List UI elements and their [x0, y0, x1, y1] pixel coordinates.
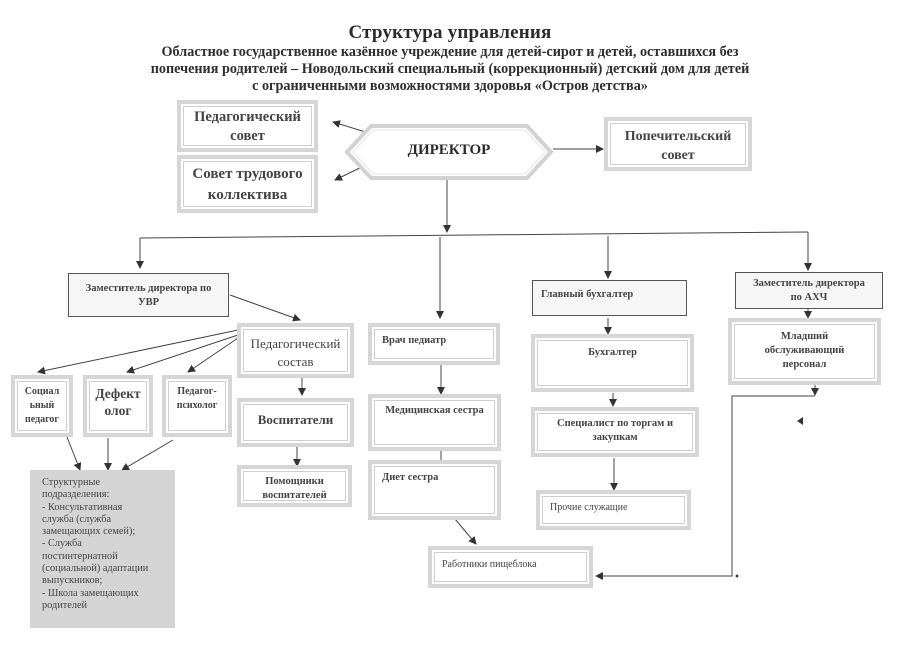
educator-assistants-line: воспитателей	[262, 490, 327, 501]
stray-dot	[735, 574, 739, 578]
labor-council-line: Совет трудового	[192, 166, 303, 182]
structural-units-line: - Служба	[42, 538, 82, 550]
organization-name: Областное государственное казённое учреж…	[40, 44, 860, 95]
defectologist-line: олог	[104, 403, 132, 418]
chief-accountant-box[interactable]: Главный бухгалтер	[532, 280, 687, 316]
subtitle-line: с ограниченными возможностями здоровья «…	[252, 78, 648, 94]
structural-units-line: подразделения:	[42, 489, 110, 501]
accountant-box[interactable]: Бухгалтер	[531, 334, 694, 392]
social-ped-box[interactable]: Социал ьный педагог	[11, 375, 73, 437]
arrow-uvr-ped-staff	[229, 294, 301, 322]
arrow-social-units	[66, 436, 82, 471]
pediatrician-label: Врач педиатр	[382, 335, 447, 346]
director-node[interactable]: ДИРЕКТОР	[345, 124, 553, 180]
structural-units-line: служба (служба	[42, 513, 112, 525]
psychologist-line: Педагог-	[177, 386, 217, 397]
ped-council-line: совет	[230, 128, 265, 144]
line-junior-kitchen	[595, 395, 815, 580]
psychologist-box[interactable]: Педагог- психолог	[162, 375, 232, 437]
nurse-label: Медицинская сестра	[385, 405, 484, 416]
arrow-diet-kitchen	[454, 518, 477, 545]
ped-council-line: Педагогический	[194, 109, 301, 125]
ped-staff-line: Педагогический	[250, 336, 341, 351]
procurement-box[interactable]: Специалист по торгам и закупкам	[531, 407, 699, 457]
labor-council-box[interactable]: Совет трудового коллектива	[177, 155, 318, 213]
subtitle-line: Областное государственное казённое учреж…	[161, 44, 739, 60]
ped-council-box[interactable]: Педагогический совет	[177, 100, 318, 152]
nurse-box[interactable]: Медицинская сестра	[368, 394, 501, 451]
structural-units-line: - Консультативная	[42, 501, 123, 513]
accountant-label: Бухгалтер	[588, 347, 637, 358]
arrow-psych-units	[121, 439, 174, 471]
defectologist-box[interactable]: Дефект олог	[83, 375, 153, 437]
bus-line	[139, 231, 809, 239]
labor-council-line: коллектива	[207, 187, 288, 203]
arrow-ped-staff-social	[37, 329, 239, 375]
educators-box[interactable]: Воспитатели	[237, 398, 354, 447]
structural-units-line: замещающих семей);	[42, 526, 136, 538]
defectologist-line: Дефект	[95, 386, 141, 401]
pediatrician-box[interactable]: Врач педиатр	[368, 323, 500, 365]
trustee-council-line: совет	[661, 148, 695, 163]
kitchen-staff-label: Работники пищеблока	[442, 559, 537, 570]
structural-units-line: родителей	[42, 599, 88, 611]
arrow-ped-staff-defect	[126, 334, 239, 374]
trustee-council-box[interactable]: Попечительский совет	[604, 117, 752, 171]
arrow-ped-staff-psych	[187, 337, 239, 373]
stray-arrowhead	[797, 417, 803, 425]
junior-staff-line: персонал	[782, 359, 827, 370]
procurement-line: закупкам	[592, 432, 638, 443]
other-staff-label: Прочие служащие	[550, 502, 628, 513]
deputy-ahch-line: Заместитель директора	[753, 278, 865, 289]
psychologist-line: психолог	[176, 400, 218, 411]
hexagon-shape	[345, 124, 553, 180]
diet-nurse-label: Диет сестра	[382, 472, 439, 483]
other-staff-box[interactable]: Прочие служащие	[536, 490, 691, 530]
director-label: ДИРЕКТОР	[407, 142, 491, 158]
page-title: Структура управления	[348, 22, 552, 43]
deputy-uvr-line: УВР	[137, 297, 160, 308]
junior-staff-line: Младший	[780, 331, 829, 342]
ped-staff-box[interactable]: Педагогический состав	[237, 323, 354, 378]
structural-units-line: выпускников;	[42, 575, 103, 587]
social-ped-line: Социал	[24, 386, 60, 397]
junior-staff-box[interactable]: Младший обслуживающий персонал	[728, 318, 881, 385]
structural-units-line: Структурные	[42, 477, 101, 488]
procurement-line: Специалист по торгам и	[557, 418, 673, 429]
subtitle-line: попечения родителей – Новодольский специ…	[150, 61, 750, 77]
structural-units-line: - Школа замещающих	[42, 587, 139, 599]
structural-units-line: постинтернатной	[42, 550, 118, 562]
ped-staff-line: состав	[277, 354, 314, 369]
junior-staff-line: обслуживающий	[764, 345, 845, 356]
structural-units-line: (социальной) адаптации	[42, 563, 149, 575]
diet-nurse-box[interactable]: Диет сестра	[368, 460, 501, 520]
deputy-ahch-line: по АХЧ	[790, 292, 828, 303]
structural-units-box[interactable]: Структурные подразделения: - Консультати…	[30, 470, 175, 628]
social-ped-line: ьный	[29, 400, 55, 411]
educators-label: Воспитатели	[257, 412, 334, 427]
chief-accountant-label: Главный бухгалтер	[541, 289, 634, 300]
trustee-council-line: Попечительский	[624, 129, 732, 144]
deputy-uvr-line: Заместитель директора по	[85, 283, 212, 294]
educator-assistants-line: Помощники	[265, 476, 324, 487]
kitchen-staff-box[interactable]: Работники пищеблока	[428, 546, 593, 588]
deputy-uvr-box[interactable]: Заместитель директора по УВР	[68, 273, 229, 317]
educator-assistants-box[interactable]: Помощники воспитателей	[237, 465, 352, 507]
social-ped-line: педагог	[25, 414, 59, 425]
deputy-ahch-box[interactable]: Заместитель директора по АХЧ	[735, 272, 883, 309]
